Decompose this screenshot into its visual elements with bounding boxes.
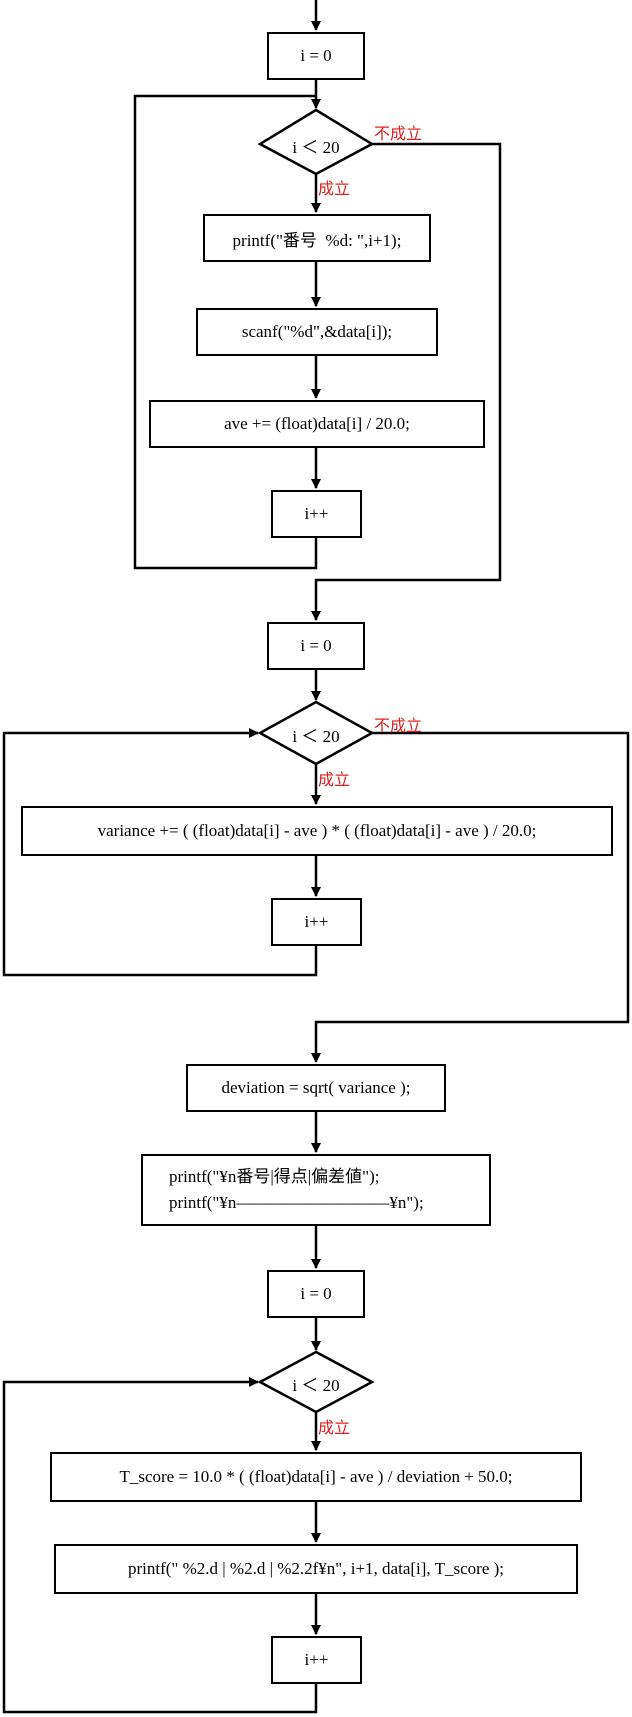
true-label-2: 成立 <box>318 770 351 789</box>
header-line-1: printf("¥n番号|得点|偏差値"); <box>169 1167 380 1186</box>
increment-box-1: i++ <box>271 490 362 538</box>
loop3-back <box>2 1377 318 1714</box>
loop2-back <box>2 728 318 977</box>
init-i-box-2: i = 0 <box>267 622 365 670</box>
header-line-2: printf("¥n—————————¥n"); <box>169 1193 424 1212</box>
true-label-1: 成立 <box>318 179 351 198</box>
printf-number-box: printf("番号 %d: ",i+1); <box>203 214 431 262</box>
loop1-exit <box>311 142 502 621</box>
scanf-box: scanf("%d",&data[i]); <box>196 308 438 356</box>
condition-label-3: i ＜ 20 <box>292 1376 340 1395</box>
loop1-back <box>133 94 318 570</box>
deviation-box: deviation = sqrt( variance ); <box>186 1064 446 1112</box>
increment-box-2: i++ <box>271 898 362 946</box>
init-i-box-1: i = 0 <box>267 32 365 80</box>
loop2-exit <box>311 731 630 1063</box>
printf-row-box: printf(" %2.d | %2.d | %2.2f¥n", i+1, da… <box>54 1544 578 1594</box>
condition-label-1: i ＜ 20 <box>292 138 340 157</box>
increment-box-3: i++ <box>271 1636 362 1684</box>
condition-label-2: i ＜ 20 <box>292 727 340 746</box>
init-i-box-3: i = 0 <box>267 1270 365 1318</box>
true-label-3: 成立 <box>318 1418 351 1437</box>
ave-accumulate-box: ave += (float)data[i] / 20.0; <box>149 400 485 448</box>
false-label-2: 不成立 <box>374 716 423 735</box>
variance-box: variance += ( (float)data[i] - ave ) * (… <box>21 806 613 856</box>
tscore-box: T_score = 10.0 * ( (float)data[i] - ave … <box>50 1452 582 1502</box>
header-printf-box: printf("¥n番号|得点|偏差値"); printf("¥n———————… <box>141 1154 491 1226</box>
false-label-1: 不成立 <box>374 124 423 143</box>
